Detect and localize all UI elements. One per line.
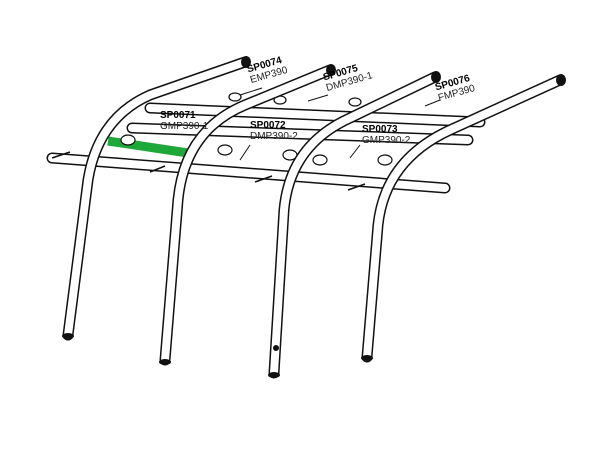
cross-bars	[46, 102, 486, 194]
pole-ends	[62, 56, 566, 378]
poles	[62, 56, 566, 379]
highlighted-bar-sp0071	[107, 136, 189, 158]
clamps	[120, 92, 393, 166]
leader-lines	[239, 87, 441, 161]
